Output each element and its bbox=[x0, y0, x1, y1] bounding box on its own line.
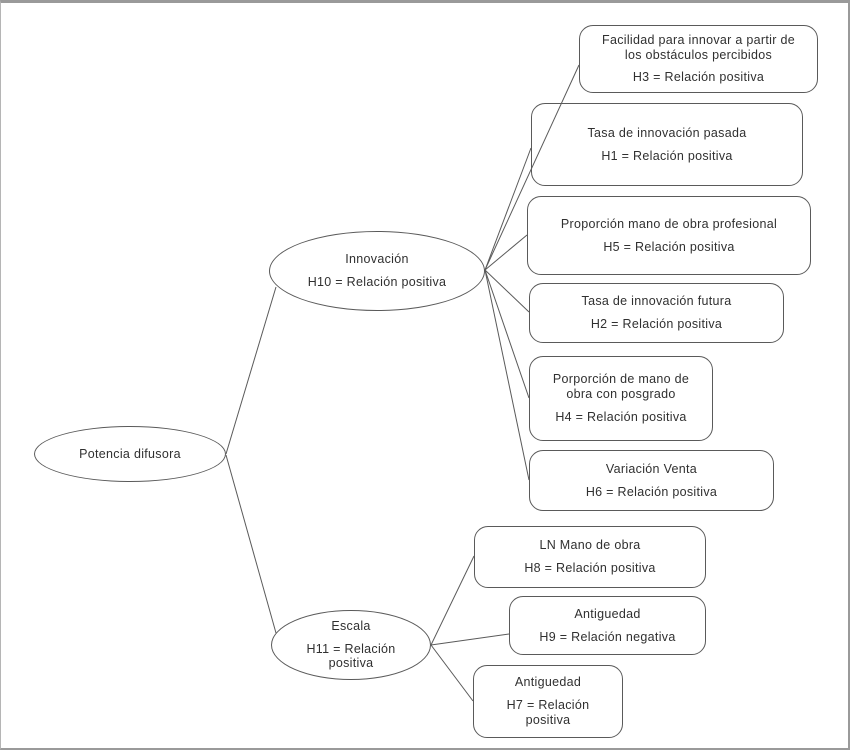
edge-innovacion-h3 bbox=[484, 64, 580, 271]
edge-escala-h9 bbox=[430, 633, 510, 646]
node-h6-variacion-venta: Variación Venta H6 = Relación positiva bbox=[529, 450, 774, 511]
edge-root-escala bbox=[225, 454, 277, 634]
node-hypothesis: H1 = Relación positiva bbox=[601, 148, 733, 163]
node-h2-tasa-innovacion-futura: Tasa de innovación futura H2 = Relación … bbox=[529, 283, 784, 343]
node-title: Antiguedad bbox=[514, 675, 582, 690]
node-h9-antiguedad: Antiguedad H9 = Relación negativa bbox=[509, 596, 706, 655]
node-title: Innovación bbox=[345, 252, 409, 267]
node-escala: Escala H11 = Relación positiva bbox=[271, 610, 431, 680]
node-title: Porporción de mano de obra con posgrado bbox=[552, 372, 690, 402]
node-title: Tasa de innovación pasada bbox=[587, 125, 747, 140]
connector-lines bbox=[225, 64, 580, 702]
node-title: Tasa de innovación futura bbox=[581, 294, 732, 309]
node-hypothesis: H9 = Relación negativa bbox=[539, 629, 676, 644]
node-h8-ln-mano-de-obra: LN Mano de obra H8 = Relación positiva bbox=[474, 526, 706, 588]
node-title: LN Mano de obra bbox=[539, 538, 641, 553]
edge-escala-h7 bbox=[430, 644, 474, 702]
node-h3-facilidad-innovar: Facilidad para innovar a partir de los o… bbox=[579, 25, 818, 93]
node-hypothesis: H8 = Relación positiva bbox=[524, 561, 656, 575]
edge-innovacion-h4 bbox=[484, 269, 530, 399]
node-title: Variación Venta bbox=[605, 461, 698, 476]
edge-innovacion-h2 bbox=[484, 269, 530, 313]
node-hypothesis: H10 = Relación positiva bbox=[307, 275, 447, 289]
node-hypothesis: H3 = Relación positiva bbox=[632, 70, 765, 85]
edge-innovacion-h6 bbox=[484, 269, 530, 481]
edge-innovacion-h5 bbox=[484, 234, 528, 271]
node-title: Facilidad para innovar a partir de los o… bbox=[602, 32, 795, 62]
node-innovacion: Innovación H10 = Relación positiva bbox=[269, 231, 485, 311]
node-hypothesis: H7 = Relación positiva bbox=[506, 698, 590, 727]
edge-root-innovacion bbox=[225, 286, 277, 455]
node-hypothesis: H11 = Relación positiva bbox=[306, 641, 396, 671]
node-h5-mano-obra-profesional: Proporción mano de obra profesional H5 =… bbox=[527, 196, 811, 275]
node-hypothesis: H4 = Relación positiva bbox=[555, 409, 687, 424]
edge-escala-h8 bbox=[430, 555, 475, 646]
edge-innovacion-h1 bbox=[484, 147, 532, 271]
node-title: Escala bbox=[331, 618, 371, 633]
node-h1-tasa-innovacion-pasada: Tasa de innovación pasada H1 = Relación … bbox=[531, 103, 803, 186]
node-title: Proporción mano de obra profesional bbox=[560, 216, 778, 231]
node-hypothesis: H2 = Relación positiva bbox=[590, 317, 723, 331]
node-h7-antiguedad: Antiguedad H7 = Relación positiva bbox=[473, 665, 623, 738]
node-hypothesis: H5 = Relación positiva bbox=[603, 239, 735, 254]
node-potencia-difusora: Potencia difusora bbox=[34, 426, 226, 482]
node-title: Potencia difusora bbox=[79, 446, 181, 461]
node-title: Antiguedad bbox=[574, 606, 641, 621]
node-h4-mano-obra-posgrado: Porporción de mano de obra con posgrado … bbox=[529, 356, 713, 441]
node-hypothesis: H6 = Relación positiva bbox=[585, 484, 718, 499]
